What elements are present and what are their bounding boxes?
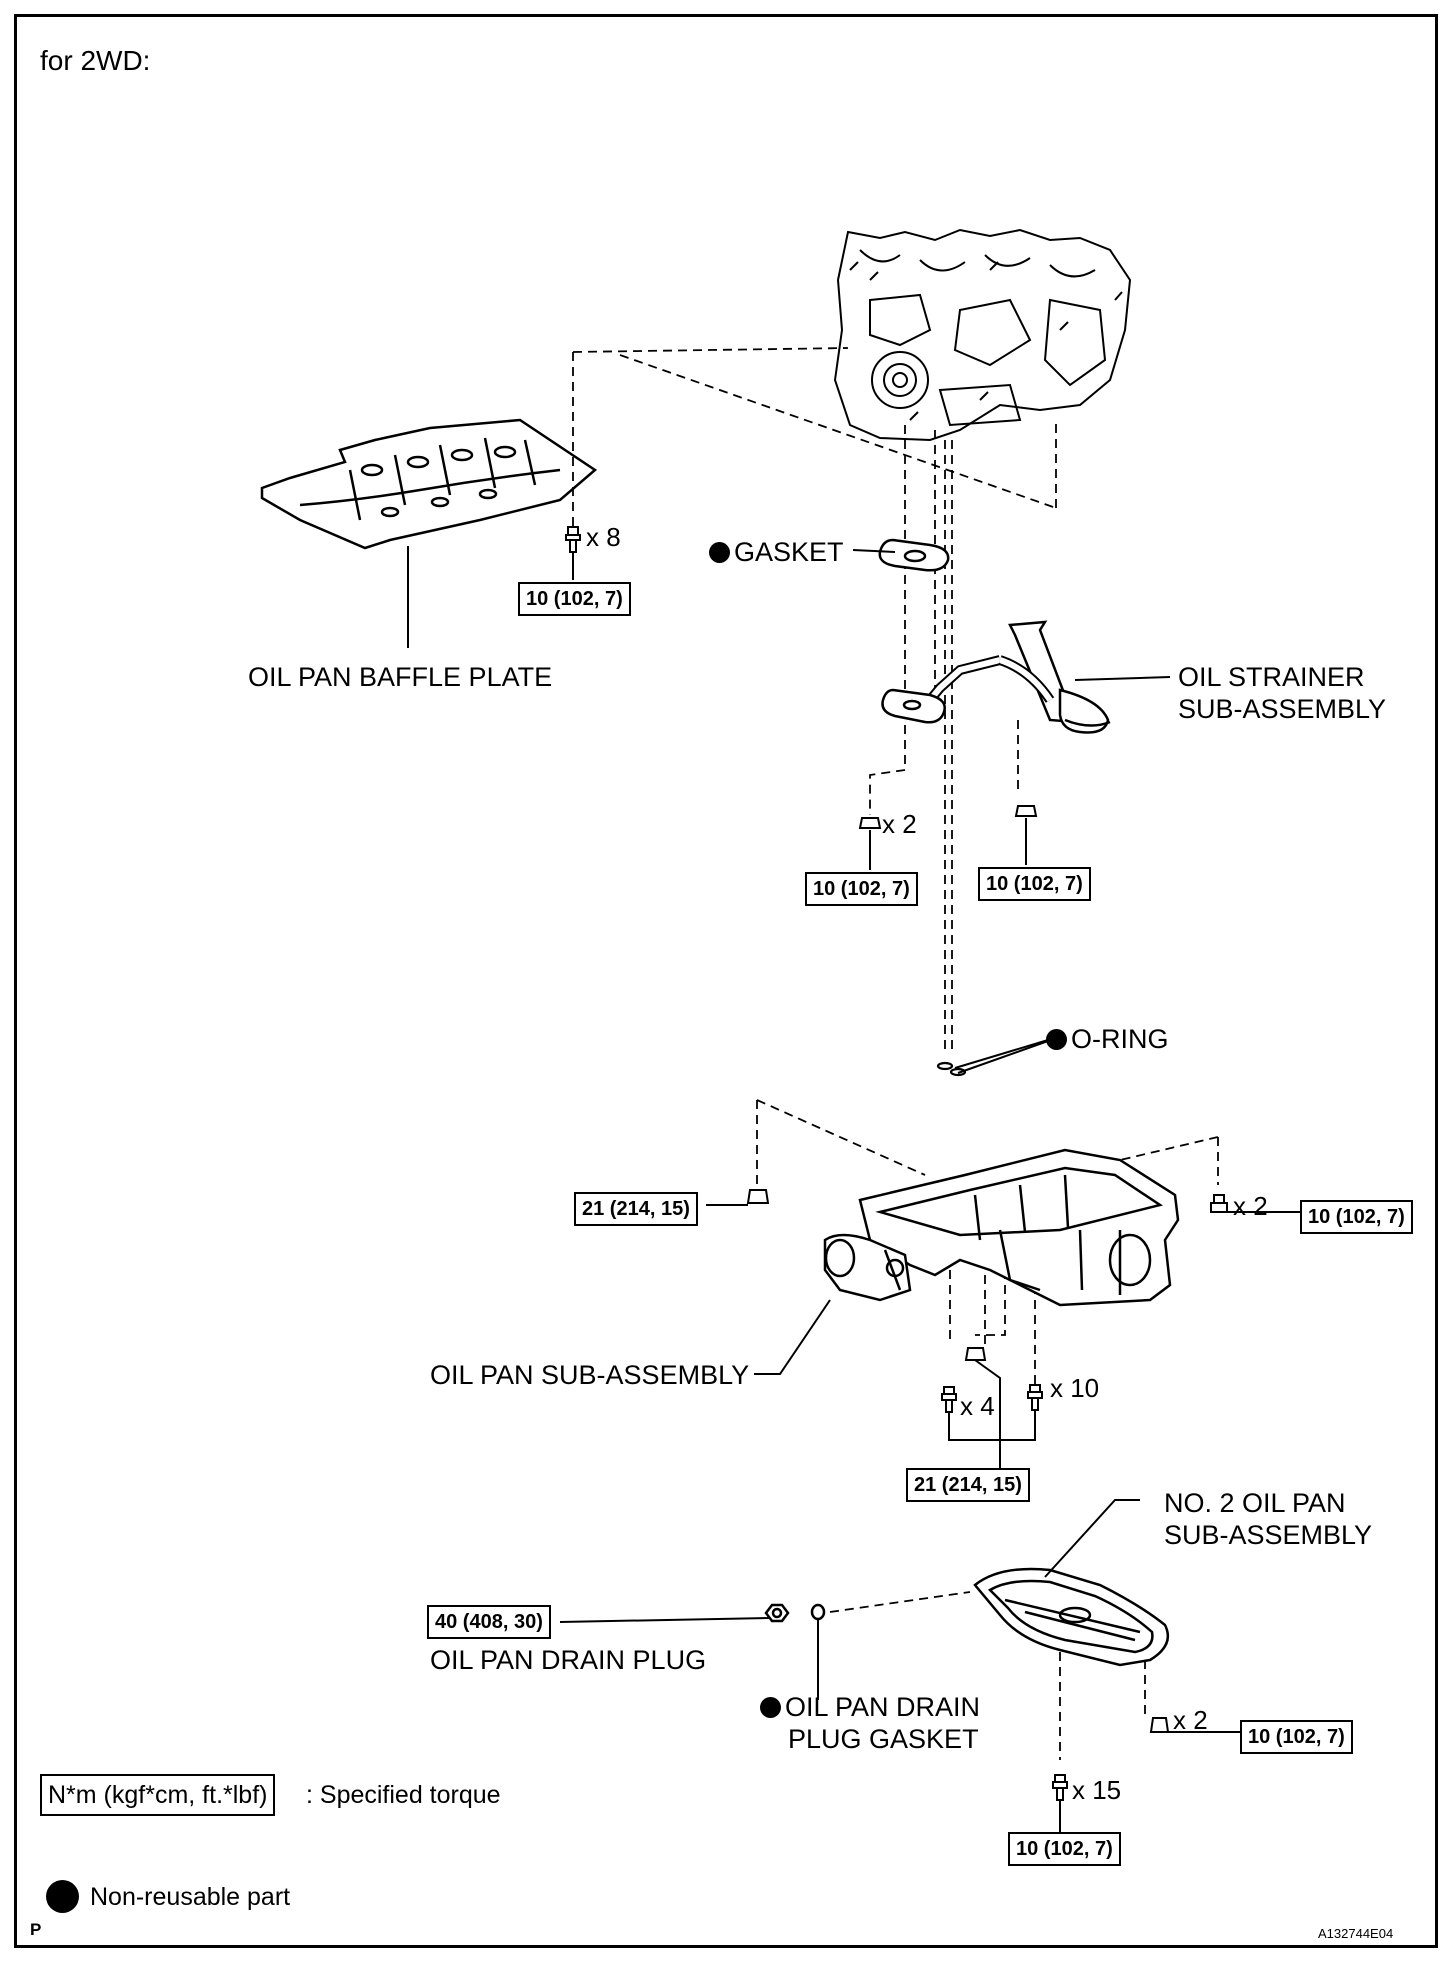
oil-strainer-label-line1: OIL STRAINER <box>1178 662 1365 692</box>
oil-pan-bolt-10-quantity: x 10 <box>1050 1373 1100 1403</box>
non-reusable-dot-icon <box>760 1697 781 1718</box>
baffle-bolt-quantity: x 8 <box>586 522 621 552</box>
oil-pan-bolt-4-icon <box>941 1386 957 1413</box>
oil-pan-baffle-plate-drawing <box>260 418 598 550</box>
oil-pan-bottom-torque: 21 (214, 15) <box>906 1468 1030 1502</box>
o-ring-label: O-RING <box>1046 1024 1169 1054</box>
page-title: for 2WD: <box>40 45 151 76</box>
no2-oil-pan-label-line2: SUB-ASSEMBLY <box>1164 1520 1373 1550</box>
strainer-left-torque: 10 (102, 7) <box>805 872 918 906</box>
oil-pan-drain-plug-label: OIL PAN DRAIN PLUG <box>430 1645 707 1675</box>
gasket-label: GASKET <box>709 537 844 567</box>
oil-pan-nut-bottom-icon <box>964 1347 987 1361</box>
dashed-reference-lines <box>572 347 1219 1760</box>
no2-pan-nut-torque: 10 (102, 7) <box>1240 1720 1353 1754</box>
strainer-nut-left-icon <box>858 817 882 829</box>
o-ring-drawing <box>936 1061 967 1077</box>
torque-legend-text: : Specified torque <box>306 1781 501 1809</box>
drain-plug-gasket-label-line2: PLUG GASKET <box>788 1724 979 1754</box>
no2-oil-pan-label-line1: NO. 2 OIL PAN <box>1164 1488 1346 1518</box>
non-reusable-legend-text: Non-reusable part <box>90 1883 291 1911</box>
strainer-bolt-quantity: x 2 <box>882 809 917 839</box>
oil-strainer-drawing <box>881 620 1111 734</box>
no2-pan-bolt-icon <box>1052 1774 1068 1801</box>
baffle-bolt-icon <box>565 526 581 553</box>
oil-pan-sub-assembly-drawing <box>823 1148 1180 1307</box>
engine-block <box>833 228 1132 442</box>
figure-code: A132744E04 <box>1318 1926 1394 1941</box>
oil-strainer-label-line2: SUB-ASSEMBLY <box>1178 694 1387 724</box>
no2-pan-nut-icon <box>1149 1717 1170 1733</box>
gasket-text: GASKET <box>734 537 844 567</box>
no2-pan-bolt-quantity: x 15 <box>1072 1775 1122 1805</box>
oil-pan-sub-assembly-label: OIL PAN SUB-ASSEMBLY <box>430 1360 750 1390</box>
oil-pan-left-torque: 21 (214, 15) <box>574 1192 698 1226</box>
strainer-nut-right-icon <box>1014 805 1038 817</box>
gasket-drawing <box>878 538 950 572</box>
baffle-plate-torque: 10 (102, 7) <box>518 582 631 616</box>
strainer-right-torque: 10 (102, 7) <box>978 867 1091 901</box>
oil-pan-right-bolt-quantity: x 2 <box>1233 1191 1268 1221</box>
drain-plug-gasket-label-line1: OIL PAN DRAIN <box>760 1692 980 1722</box>
torque-legend-box: N*m (kgf*cm, ft.*lbf) <box>40 1774 276 1816</box>
page-letter: P <box>30 1920 42 1939</box>
drain-plug-gasket-text-line1: OIL PAN DRAIN <box>785 1692 981 1722</box>
oil-pan-right-torque: 10 (102, 7) <box>1300 1200 1413 1234</box>
leader-lines <box>407 546 1300 1832</box>
diagram-frame <box>14 14 1438 1948</box>
no2-pan-bolt-torque: 10 (102, 7) <box>1008 1832 1121 1866</box>
oil-pan-bolt-4-quantity: x 4 <box>960 1391 995 1421</box>
non-reusable-dot-icon <box>709 542 730 563</box>
non-reusable-dot-icon <box>1046 1029 1067 1050</box>
oil-pan-baffle-plate-label: OIL PAN BAFFLE PLATE <box>248 662 553 692</box>
oil-pan-bolt-10-icon <box>1027 1384 1043 1411</box>
drain-plug-gasket-drawing <box>810 1603 826 1621</box>
oil-pan-bolt-right-icon <box>1210 1194 1228 1213</box>
no2-pan-nut-quantity: x 2 <box>1173 1705 1208 1735</box>
drain-plug-torque: 40 (408, 30) <box>427 1605 551 1639</box>
no2-oil-pan-drawing <box>973 1567 1170 1667</box>
drain-plug-drawing <box>764 1603 790 1623</box>
o-ring-text: O-RING <box>1071 1024 1169 1054</box>
non-reusable-legend-dot-icon <box>46 1880 79 1913</box>
fasteners <box>565 526 1228 1801</box>
oil-pan-nut-left-icon <box>746 1189 770 1204</box>
